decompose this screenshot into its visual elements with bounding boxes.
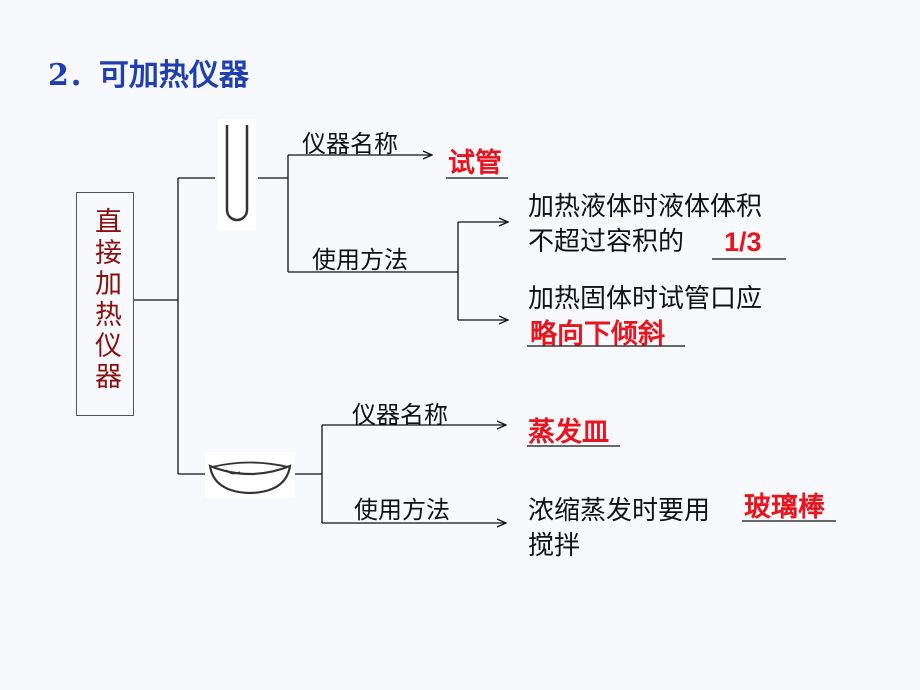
tube-usage-1-line1: 加热液体时液体体积 [528,192,763,222]
dish-name-label: 仪器名称 [352,401,448,429]
category-label: 直接加热仪器 [90,207,121,393]
dish-name-answer: 蒸发皿 [528,417,609,448]
slide-title: 2．可加热仪器 [48,58,249,93]
dish-usage-label: 使用方法 [354,496,450,524]
category-box: 直接加热仪器 [76,192,134,416]
tube-name-label: 仪器名称 [302,130,398,158]
tube-usage-2-answer: 略向下倾斜 [530,319,665,350]
tube-usage-1-line2: 不超过容积的 [528,227,685,257]
dish-usage-answer: 玻璃棒 [744,492,825,523]
dish-usage-line1: 浓缩蒸发时要用 [528,496,711,526]
tube-usage-label: 使用方法 [312,246,408,274]
evaporating-dish-icon [205,452,295,498]
tube-usage-1-answer: 1/3 [724,227,762,257]
test-tube-icon [218,119,256,231]
tube-name-answer: 试管 [448,148,502,179]
dish-usage-line2: 搅拌 [528,531,581,561]
tube-usage-2-line1: 加热固体时试管口应 [528,284,763,314]
